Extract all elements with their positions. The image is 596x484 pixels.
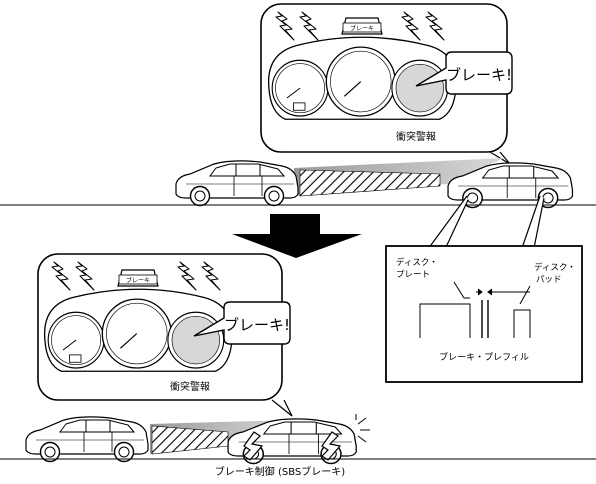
top-speech-bubble: ブレーキ!: [415, 51, 513, 95]
brake-action-icon: [243, 431, 342, 461]
car-icon: [25, 416, 149, 463]
bottom-caption: ブレーキ制御 (SBSブレーキ): [215, 465, 345, 478]
label-disc-pad-1: ディスク・: [534, 262, 576, 273]
brake-warning-icon: ブレーキ: [341, 17, 383, 35]
bottom-speech-text: ブレーキ!: [224, 316, 290, 334]
wheel-callout-right: [521, 195, 545, 249]
label-disc-pad-2: パッド: [536, 275, 562, 285]
bottom-brake-badge-text: ブレーキ: [126, 277, 150, 285]
top-speech-text: ブレーキ!: [446, 66, 512, 84]
bottom-speech-bubble: ブレーキ!: [193, 301, 291, 345]
top-hatched-zone: [299, 169, 441, 197]
label-disc-plate-2: プレート: [396, 270, 430, 280]
disc-mechanism-drawing: [419, 281, 531, 338]
prefill-caption: ブレーキ・プレフィル: [439, 351, 529, 363]
impact-star-icon: [355, 414, 370, 443]
label-disc-plate-1: ディスク・: [396, 257, 438, 268]
brake-warning-icon: ブレーキ: [117, 269, 159, 287]
brake-prefill-box: [385, 245, 583, 383]
top-brake-badge-text: ブレーキ: [350, 25, 374, 33]
top-caption: 衝突警報: [396, 130, 436, 143]
bottom-caption-warning: 衝突警報: [170, 380, 210, 393]
car-icon: [175, 160, 299, 207]
bottom-panel-pointer: [271, 399, 293, 417]
down-arrow-icon: [232, 214, 362, 258]
